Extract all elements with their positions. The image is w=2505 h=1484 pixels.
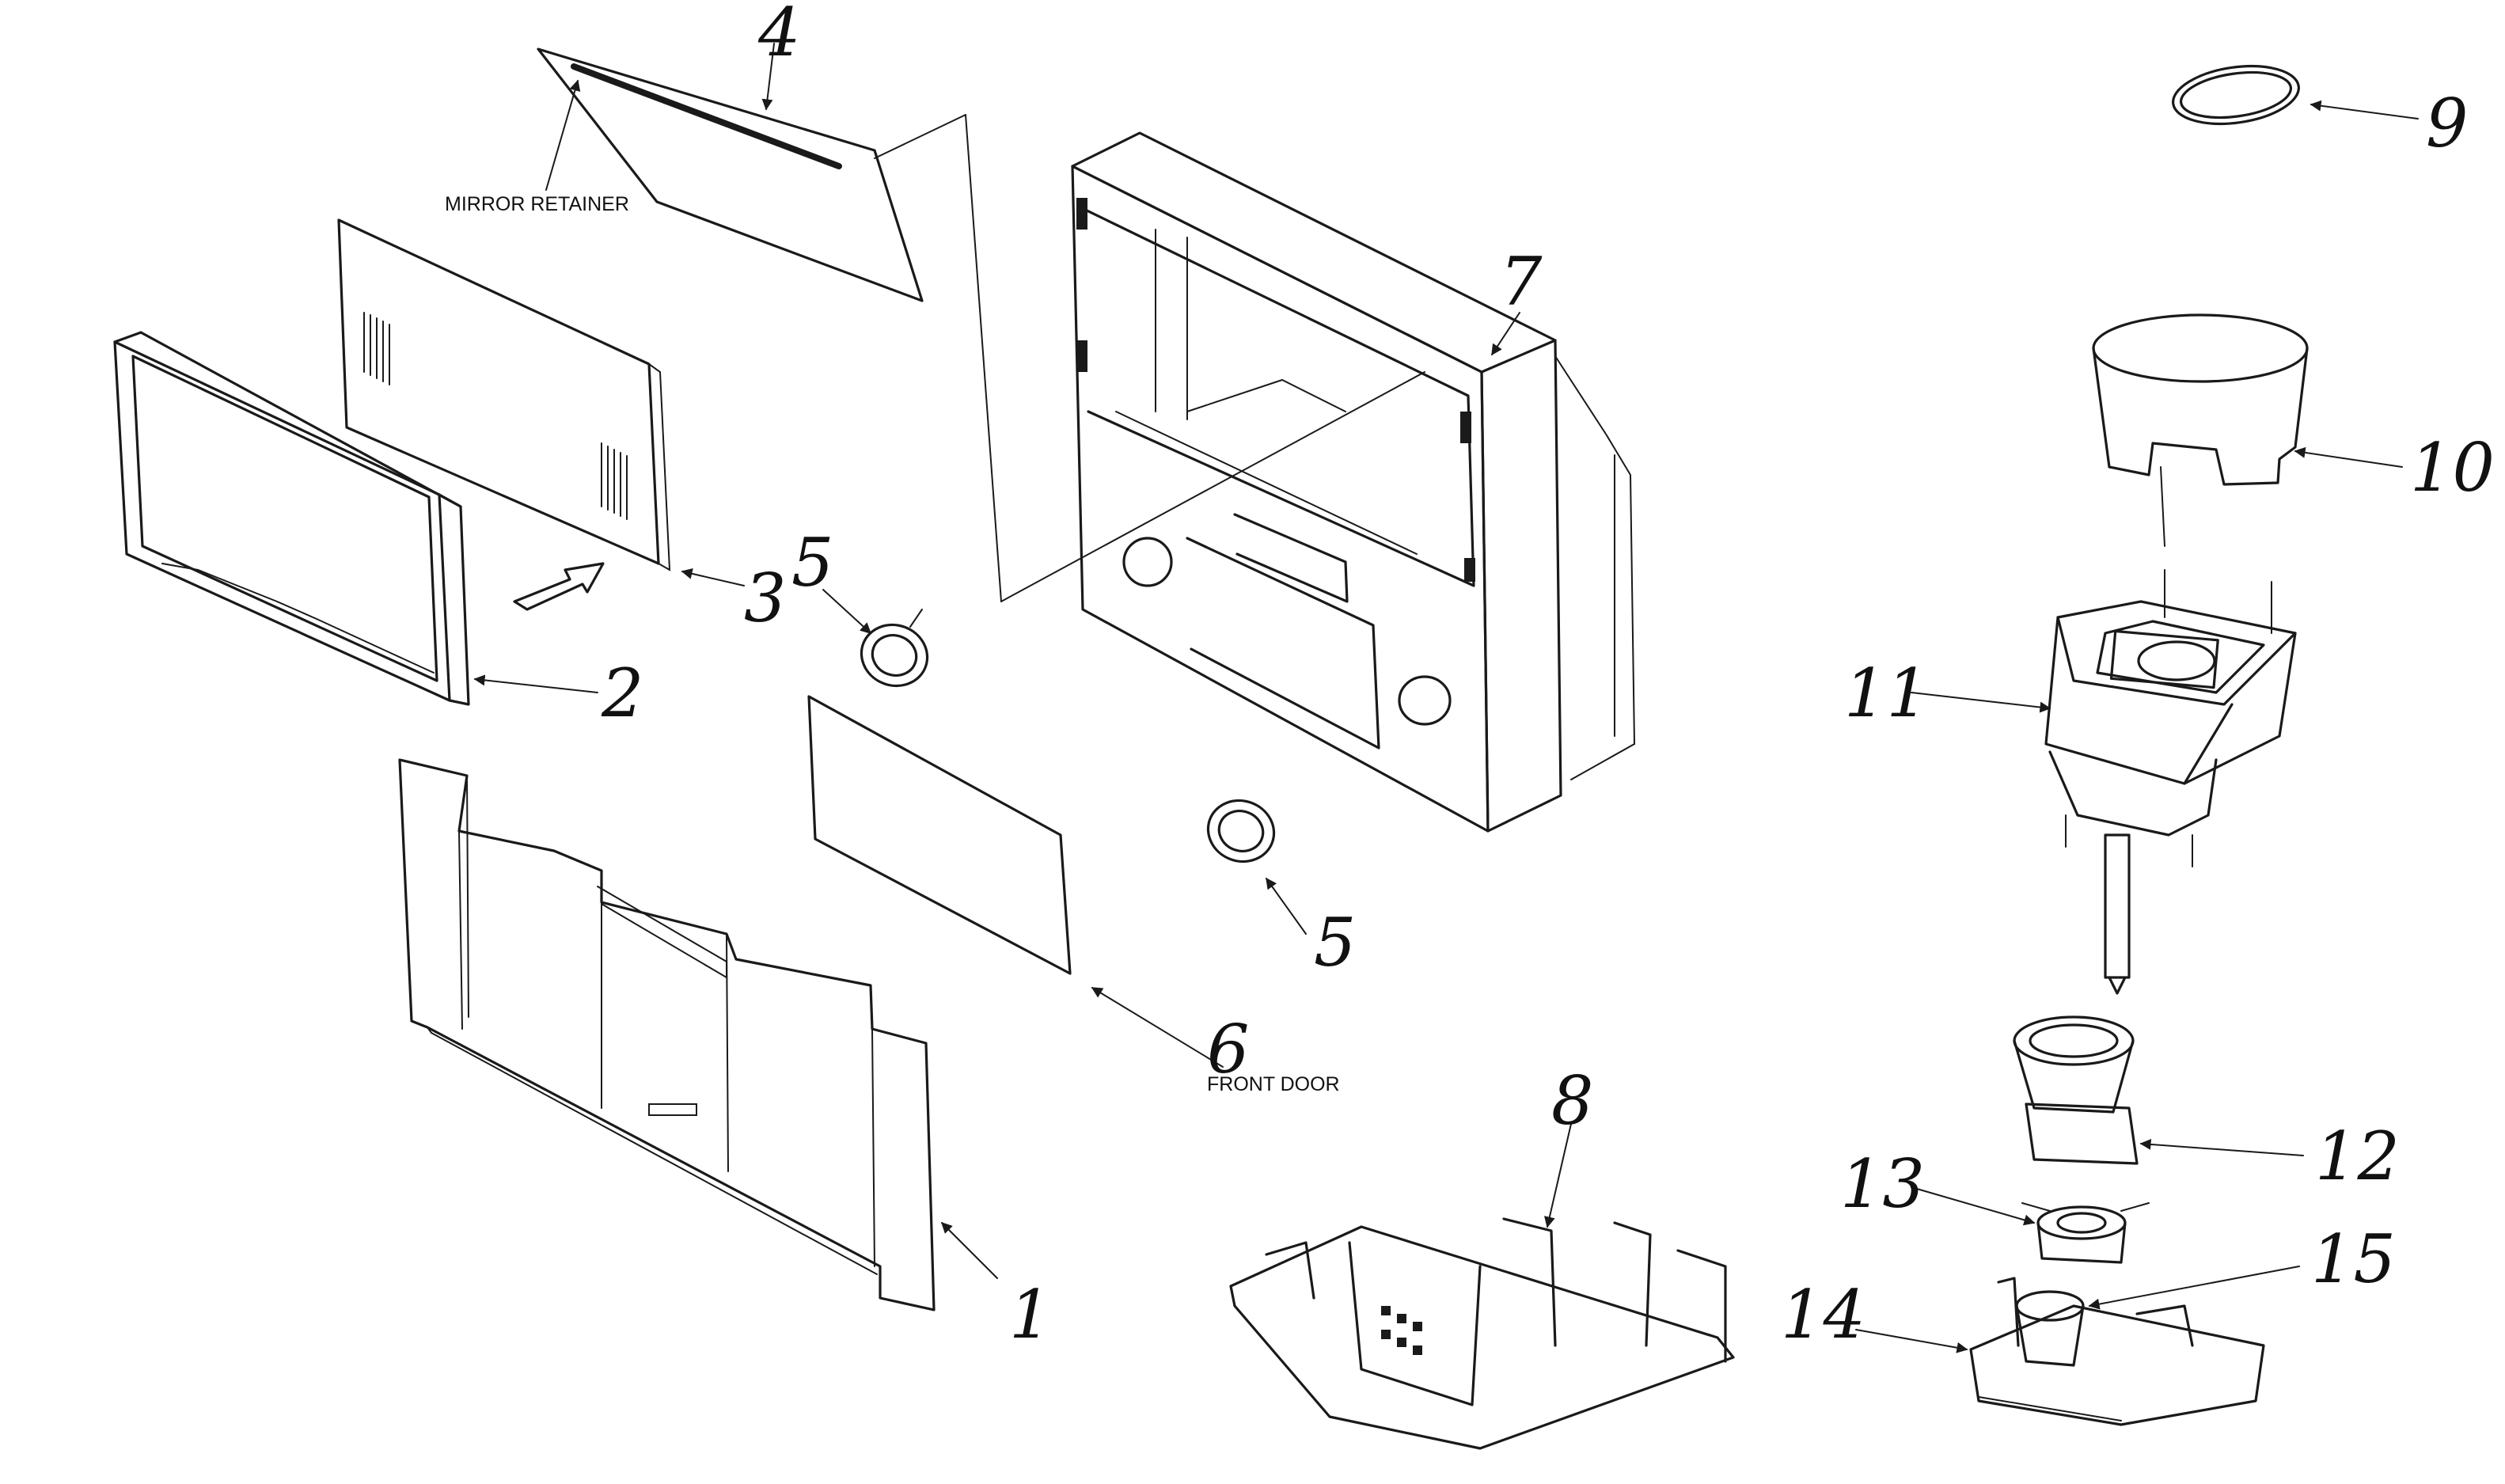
callout-15: 15 [2311,1220,2396,1298]
callout-3: 3 [744,560,786,637]
leader-arrows [473,43,2419,1353]
callout-8: 8 [1551,1062,1593,1140]
callout-7: 7 [1500,243,1543,321]
front-door-label: FRONT DOOR [1207,1073,1340,1095]
callout-9: 9 [2426,85,2468,162]
callout-12: 12 [2315,1118,2400,1195]
callout-2: 2 [601,655,643,732]
part-12-lens [2013,1015,2139,1165]
part-14-crt-board [1969,1277,2265,1426]
part-7-cabinet [1071,131,1636,833]
part-1-front-base [398,758,936,1311]
part-10-lens-hood [2092,313,2309,547]
callout-4: 4 [757,0,800,71]
part-9-ring [2172,64,2300,126]
part-5-speaker-upper [860,609,929,688]
callout-5b: 5 [1314,904,1356,981]
callout-13: 13 [1840,1145,1925,1223]
callout-5a: 5 [791,524,833,602]
part-2-screen-frame [113,331,470,706]
callout-11: 11 [1844,655,1929,732]
part-15-crt-socket [2015,1290,2085,1367]
part-8-main-board [1229,1217,1735,1450]
callout-1: 1 [1009,1276,1051,1353]
part-4-mirror [537,47,1425,602]
part-6-front-door [807,695,1072,975]
mirror-retainer-callout: MIRROR RETAINER [445,79,629,215]
callout-numbers: 1 2 3 4 5 5 6 7 8 9 10 11 12 13 14 15 FR… [601,0,2495,1353]
part-5-speaker-lower [1206,799,1276,863]
insertion-arrow [513,562,605,611]
callout-10: 10 [2410,429,2495,507]
part-11-mount-bracket [2044,569,2297,995]
part-3-panel [337,218,671,571]
part-13-yoke [2021,1202,2150,1264]
mirror-retainer-label: MIRROR RETAINER [445,193,629,215]
callout-14: 14 [1781,1276,1865,1353]
callout-6: 6 [1207,1011,1249,1088]
